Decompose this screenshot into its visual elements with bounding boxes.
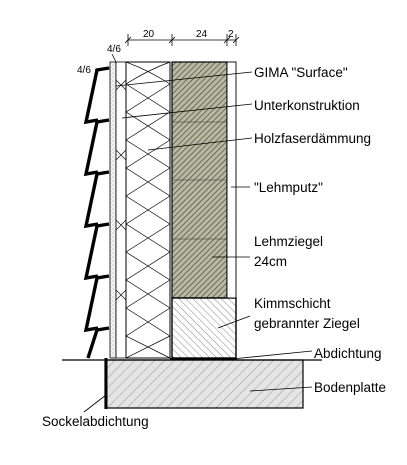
label-lehmziegel-size: 24cm [254, 254, 287, 269]
dimension-4-6-side: 4/6 [77, 65, 91, 76]
label-gima-surface: GIMA "Surface" [254, 65, 348, 80]
label-sockelabdichtung: Sockelabdichtung [42, 414, 149, 429]
label-abdichtung: Abdichtung [314, 346, 382, 361]
dimension-24: 24 [196, 29, 208, 40]
cladding-shingles [83, 66, 110, 359]
dimension-4-6-top: 4/6 [107, 44, 121, 55]
leader-lines [83, 71, 313, 413]
label-kimmschicht: Kimmschicht [254, 296, 331, 311]
batten-strip [109, 61, 117, 359]
dimension-line-top: 20 24 2 [124, 29, 240, 46]
insulation-pattern [125, 61, 171, 359]
label-lehmziegel: Lehmziegel [254, 234, 323, 249]
label-holzfaserdaemmung: Holzfaserdämmung [254, 131, 371, 146]
fired-brick-course [171, 297, 237, 359]
label-bodenplatte: Bodenplatte [314, 380, 386, 395]
dimension-20: 20 [143, 29, 155, 40]
dimension-2: 2 [228, 29, 234, 40]
label-unterkonstruktion: Unterkonstruktion [254, 98, 360, 113]
counter-batten-strip [115, 61, 127, 359]
label-lehmputz: "Lehmputz" [254, 180, 323, 195]
brick-joints [172, 121, 227, 240]
label-gebrannter-ziegel: gebrannter Ziegel [254, 316, 360, 331]
bodenplatte-slab [104, 359, 304, 409]
clay-plaster-layer [226, 61, 237, 299]
batten-cross-marks [115, 79, 127, 301]
